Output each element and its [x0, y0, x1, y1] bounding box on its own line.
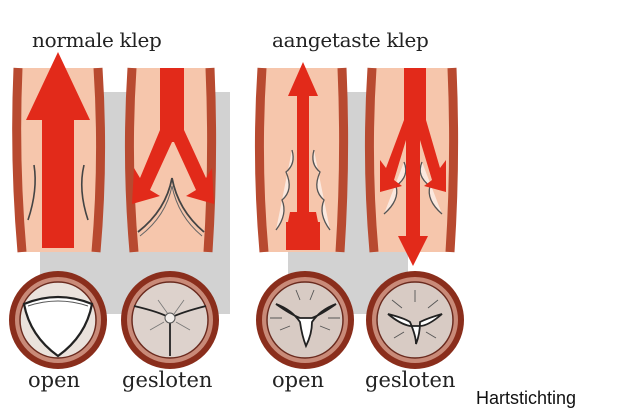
vessel-affected-open — [259, 62, 343, 252]
title-affected-valve: aangetaste klep — [272, 28, 428, 52]
vessel-normal-closed — [129, 68, 214, 252]
title-normal-valve: normale klep — [32, 28, 162, 52]
caption-normal-closed: gesloten — [122, 368, 212, 392]
heart-valve-diagram — [0, 0, 470, 412]
vessel-affected-closed — [369, 68, 453, 266]
valve-top-affected-closed — [369, 274, 461, 366]
source-credit: Hartstichting — [476, 388, 576, 409]
valve-top-affected-open — [259, 274, 351, 366]
valve-top-normal-closed — [124, 274, 216, 366]
vessel-normal-open — [17, 52, 101, 252]
caption-affected-open: open — [272, 368, 324, 392]
caption-affected-closed: gesloten — [365, 368, 455, 392]
valve-top-normal-open — [12, 274, 104, 366]
caption-normal-open: open — [28, 368, 80, 392]
